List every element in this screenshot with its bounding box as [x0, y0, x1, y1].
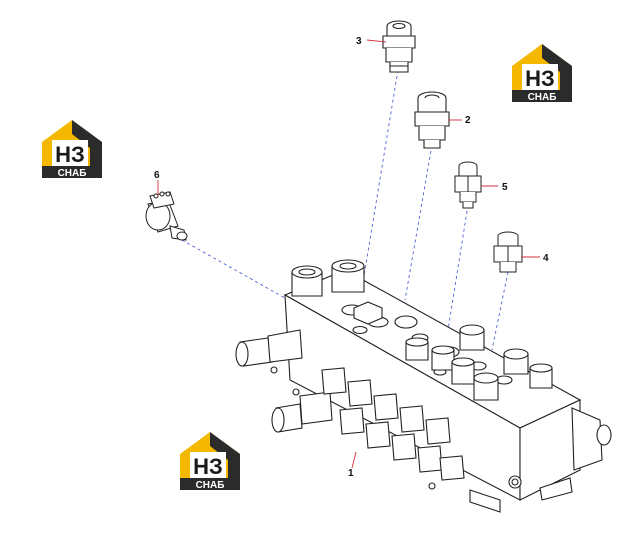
- logo-letters: НЗ: [55, 142, 85, 167]
- logo-left: НЗ СНАБ: [42, 120, 102, 179]
- callout-4: 4: [543, 253, 549, 264]
- logo-letters: НЗ: [525, 66, 555, 91]
- alignment-lines: [181, 69, 509, 351]
- solenoid-part-6: [145, 191, 188, 241]
- callout-3: 3: [356, 36, 362, 47]
- callout-leaders: [157, 39, 540, 469]
- logo-caption: СНАБ: [196, 480, 225, 491]
- callout-5: 5: [502, 182, 508, 193]
- logo-top-right: НЗ СНАБ: [512, 44, 572, 103]
- logo-caption: СНАБ: [528, 92, 557, 103]
- fitting-part-3: [382, 20, 416, 73]
- logo-caption: СНАБ: [58, 168, 87, 179]
- callout-2: 2: [465, 115, 471, 126]
- logo-letters: НЗ: [193, 454, 223, 479]
- valve-body-part-1: [235, 259, 612, 513]
- fitting-part-2: [414, 91, 450, 149]
- fitting-part-4: [493, 231, 523, 273]
- fitting-part-5: [454, 161, 482, 209]
- callout-1: 1: [348, 468, 354, 479]
- callout-6: 6: [154, 170, 160, 181]
- logo-bottom: НЗ СНАБ: [180, 432, 240, 491]
